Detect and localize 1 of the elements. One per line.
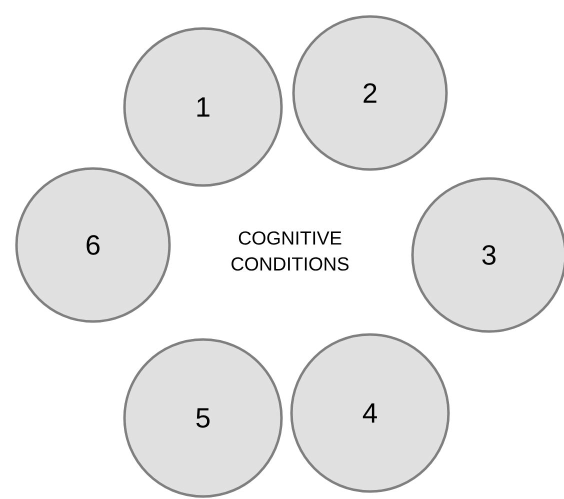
center-label: COGNITIVE CONDITIONS [232, 231, 349, 271]
